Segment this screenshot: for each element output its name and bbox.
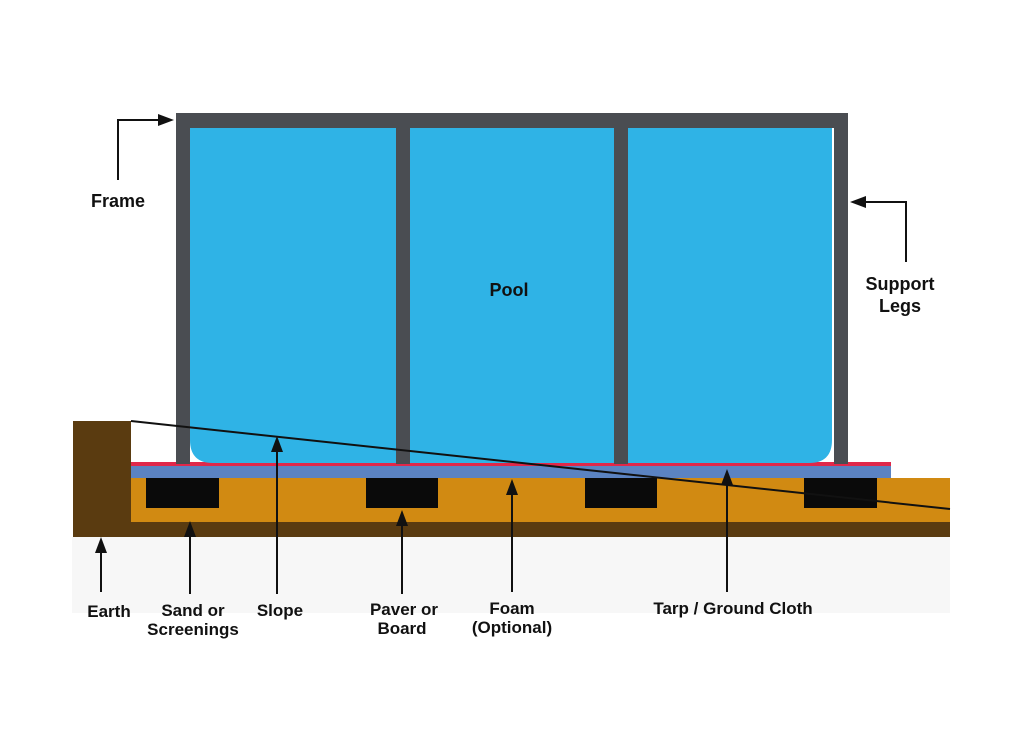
- earth-label: Earth: [87, 602, 130, 621]
- foam-label-line2: (Optional): [472, 618, 552, 637]
- earth-arrowhead: [95, 537, 107, 553]
- support-leg: [834, 113, 848, 464]
- support-leg: [176, 113, 190, 464]
- support-leg: [614, 113, 628, 464]
- paver-label-line1: Paver or: [370, 600, 438, 619]
- support-leg: [396, 113, 410, 464]
- slope-label: Slope: [257, 601, 303, 620]
- foam-arrowhead: [506, 479, 518, 495]
- paver-label-line2: Board: [377, 619, 426, 638]
- tarp-layer: [131, 462, 891, 466]
- paver-block: [146, 478, 219, 508]
- frame-top-rail: [176, 113, 848, 128]
- support-legs-arrowhead: [850, 196, 866, 208]
- tarp-label: Tarp / Ground Cloth: [653, 599, 812, 618]
- sand-label-line1: Sand or: [161, 601, 225, 620]
- paver-block: [366, 478, 438, 508]
- frame-arrowhead: [158, 114, 174, 126]
- support-legs-label-line1: Support: [866, 274, 935, 294]
- sand-arrowhead: [184, 521, 196, 537]
- pool-water: [190, 128, 832, 463]
- earth-block: [73, 421, 131, 537]
- paver-arrowhead: [396, 510, 408, 526]
- paver-block: [585, 478, 657, 508]
- slope-line: [130, 420, 951, 510]
- support-legs-label-line2: Legs: [879, 296, 921, 316]
- support-legs-pointer: [865, 201, 907, 262]
- paver-block: [804, 478, 877, 508]
- slope-arrowhead: [271, 436, 283, 452]
- tarp-arrowhead: [721, 469, 733, 485]
- pool-label: Pool: [490, 280, 529, 300]
- frame-label: Frame: [91, 191, 145, 211]
- sand-label-line2: Screenings: [147, 620, 239, 639]
- frame-pointer: [117, 119, 160, 180]
- foam-layer: [131, 466, 891, 478]
- foam-label-line1: Foam: [489, 599, 534, 618]
